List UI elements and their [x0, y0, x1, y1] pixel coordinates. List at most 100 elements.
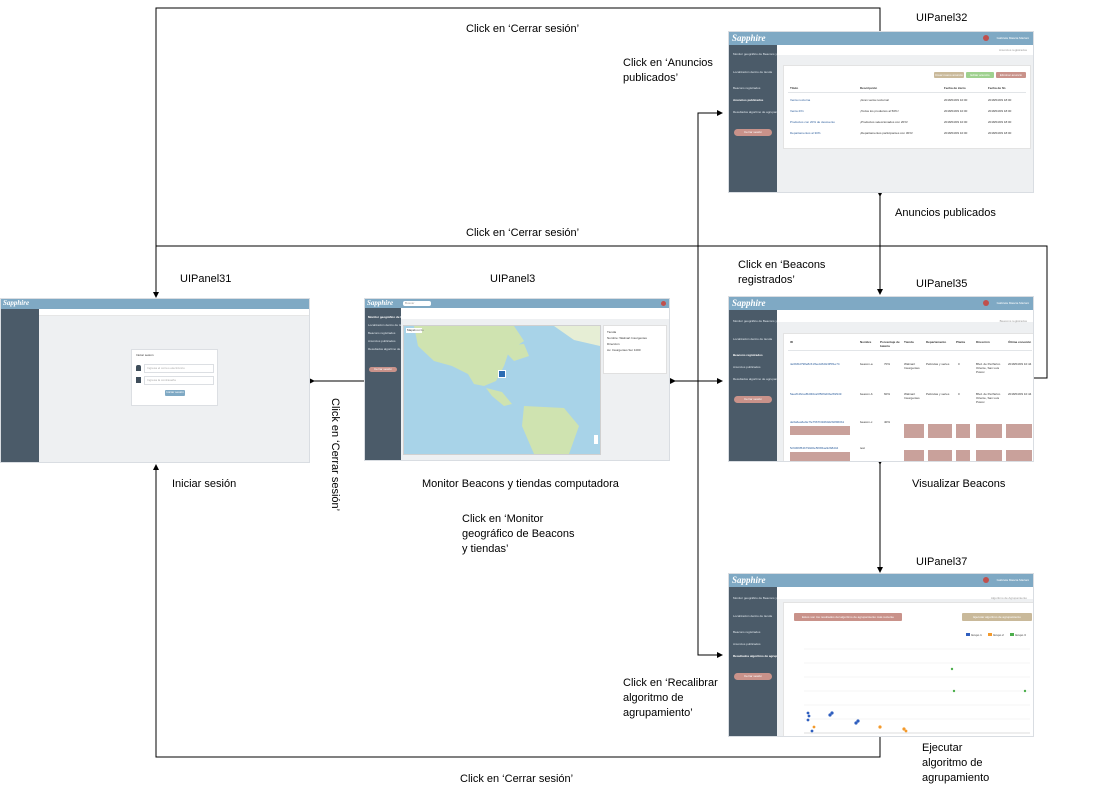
- brow4-planta-select[interactable]: [956, 450, 970, 461]
- anuncios-nav-item-3[interactable]: Beacons registrados: [733, 86, 761, 90]
- beacons-nav-item-3[interactable]: Beacons registrados: [733, 353, 763, 357]
- results-info-button[interactable]: Estos son los resultados del algoritmo d…: [794, 613, 902, 621]
- agrupamiento-nav-item-3[interactable]: Beacons registrados: [733, 630, 761, 634]
- anuncios-nav-item-2[interactable]: Localización dentro de tienda: [733, 70, 773, 74]
- agrupamiento-logout-button[interactable]: Cerrar sesión: [734, 673, 772, 680]
- beacons-click-label: Click en ‘Beacons registrados’: [738, 259, 826, 286]
- monitor-logout-button[interactable]: Cerrar sesión: [369, 367, 397, 372]
- anuncios-topbar: [729, 32, 1033, 45]
- monitor-avatar[interactable]: [661, 301, 666, 306]
- brow2-conexion: 2018/04/09 10:44: [1008, 392, 1032, 396]
- agrupamiento-nav-item-1[interactable]: Monitor geográfico de Beacons y tiendas: [733, 596, 788, 600]
- brow3-tienda-select[interactable]: [904, 424, 924, 438]
- run-clustering-button[interactable]: Ejecutar algoritmo de agrupamiento: [962, 613, 1032, 621]
- brow1-conexion: 2018/04/09 10:44: [1008, 362, 1032, 366]
- beacons-sidebar: [729, 297, 777, 461]
- row4-desc: ¡Departamentos participantes con 30%!: [860, 131, 913, 135]
- agrupamiento-header: Algoritmo de Agrupamiento: [777, 587, 1033, 600]
- central-america-shape: [486, 388, 512, 406]
- edit-anuncio-button[interactable]: Editar anuncio: [966, 72, 994, 78]
- point-c1: [806, 718, 810, 722]
- anuncios-nav-item-5[interactable]: Resultados algoritmo de agrupamiento: [733, 110, 785, 114]
- map-marker-icon[interactable]: [498, 370, 506, 378]
- anuncios-brand: Sapphire: [732, 33, 766, 43]
- monitor-search-input[interactable]: Buscar: [403, 301, 431, 306]
- beacons-avatar[interactable]: [983, 300, 989, 306]
- agrupamiento-nav-item-2[interactable]: Localización dentro de tienda: [733, 614, 773, 618]
- brow1-nombre: beacon-a: [860, 362, 873, 366]
- point-c1: [806, 711, 810, 715]
- point-c1: [830, 711, 834, 715]
- beacons-nav-item-1[interactable]: Monitor geográfico de Beacons y tiendas: [733, 319, 788, 323]
- monitor-nav-item-5[interactable]: Resultados algoritmo de agrupamiento: [368, 347, 420, 351]
- anuncios-logout-button[interactable]: Cerrar sesión: [734, 129, 772, 136]
- login-submit-button[interactable]: Iniciar sesión: [165, 390, 185, 396]
- login-brand: Sapphire: [3, 299, 30, 307]
- info-line-4: Av. Insurgentes Sur 1000: [607, 348, 641, 352]
- delete-anuncio-button[interactable]: Eliminar anuncio: [996, 72, 1026, 78]
- monitor-map[interactable]: Mapa Satélite: [403, 325, 601, 455]
- iniciar-sesion-caption: Iniciar sesión: [172, 478, 237, 490]
- email-input[interactable]: Ingresa el correo electrónico: [144, 364, 214, 373]
- beacons-logout-button[interactable]: Cerrar sesión: [734, 396, 772, 403]
- map-type-map[interactable]: Mapa: [407, 328, 415, 332]
- row3-titulo[interactable]: Productos con 20% de descuento: [790, 120, 835, 124]
- beacons-nav-item-4[interactable]: Anuncios publicados: [733, 365, 761, 369]
- monitor-nav-item-3[interactable]: Beacons registrados: [368, 331, 396, 335]
- agrupamiento-nav-item-5[interactable]: Resultados algoritmo de agrupamiento: [733, 654, 789, 658]
- brow3-planta-select[interactable]: [956, 424, 970, 438]
- brow4-edit-block[interactable]: [790, 452, 850, 461]
- brow3-conexion-select[interactable]: [1006, 424, 1032, 438]
- map-type-toggle[interactable]: Mapa Satélite: [406, 328, 425, 333]
- anuncios-screenshot: Sapphire Gabriela Mascia Mariani Monitor…: [728, 31, 1034, 193]
- monitor-brand: Sapphire: [367, 299, 394, 307]
- map-type-satellite[interactable]: Satélite: [414, 328, 425, 332]
- map-zoom-control[interactable]: [594, 435, 598, 444]
- anuncios-nav-item-4[interactable]: Anuncios publicados: [733, 98, 764, 102]
- anuncios-nav-item-1[interactable]: Monitor geográfico de Beacons y tiendas: [733, 52, 788, 56]
- brow3-edit-block[interactable]: [790, 426, 850, 435]
- brow4-id[interactable]: 5c9309f54b790d0e5f0b5ae92b8d44: [790, 446, 839, 450]
- agrupamiento-screenshot: Sapphire Gabriela Mascia Mariani Monitor…: [728, 573, 1034, 737]
- brow3-depto-select[interactable]: [928, 424, 952, 438]
- beacons-nav-item-5[interactable]: Resultados algoritmo de agrupamiento: [733, 377, 785, 381]
- monitor-nav-item-4[interactable]: Anuncios publicados: [368, 339, 396, 343]
- point-c1: [856, 719, 860, 723]
- brow4-conexion-select[interactable]: [1006, 450, 1032, 461]
- monitor-nav-item-1[interactable]: Monitor geográfico de Beacons y tiendas: [368, 315, 427, 319]
- uipanel3-label: UIPanel3: [490, 273, 536, 285]
- agrupamiento-sidebar: [729, 574, 777, 736]
- brow3-id[interactable]: de6a6ea6e9e7fe7567f49460d2b0f960b1: [790, 420, 845, 424]
- anuncios-avatar[interactable]: [983, 35, 989, 41]
- create-anuncio-button[interactable]: Crear nuevo anuncio: [934, 72, 964, 78]
- agrupamiento-username[interactable]: Gabriela Mascia Mariani: [996, 578, 1029, 582]
- password-input[interactable]: Ingresa la contraseña: [144, 376, 214, 385]
- cluster-1-points: [806, 711, 860, 733]
- uipanel31-label: UIPanel31: [180, 273, 232, 285]
- agrupamiento-nav-item-4[interactable]: Anuncios publicados: [733, 642, 761, 646]
- monitor-screenshot: Sapphire Buscar Monitor geográfico de Be…: [364, 298, 670, 461]
- login-card-title: Iniciar sesión: [136, 353, 154, 357]
- brow3-direccion-select[interactable]: [976, 424, 1002, 438]
- brow4-tienda-select[interactable]: [904, 450, 924, 461]
- east-coast-shape: [500, 344, 529, 361]
- info-line-1: Tienda: [607, 330, 617, 334]
- row1-titulo[interactable]: Venta nocturna: [790, 98, 811, 102]
- beacons-divider: [788, 350, 1032, 351]
- agrupamiento-avatar[interactable]: [983, 577, 989, 583]
- login-card: Iniciar sesión Ingresa el correo electró…: [131, 349, 218, 406]
- beacons-username[interactable]: Gabriela Mascia Mariani: [996, 301, 1029, 305]
- row2-titulo[interactable]: Venta 2X1: [790, 109, 804, 113]
- beacons-nav-item-2[interactable]: Localización dentro de tienda: [733, 337, 773, 341]
- anuncios-username[interactable]: Gabriela Mascia Mariani: [996, 36, 1029, 40]
- monitor-nav-item-2[interactable]: Localización dentro de tienda: [368, 323, 408, 327]
- brow2-id[interactable]: 5ae2b46cad5d0fdca6f50f4d0bef82949: [790, 392, 842, 396]
- brow1-bateria: 70%: [884, 362, 891, 366]
- bcol-tienda: Tienda: [904, 340, 914, 344]
- brow1-id[interactable]: 4e6bf0d798e8c61fbedc8d0c0f5f1e74: [790, 362, 840, 366]
- info-line-3: Dirección: [607, 342, 620, 346]
- brow4-direccion-select[interactable]: [976, 450, 1002, 461]
- brow4-depto-select[interactable]: [928, 450, 952, 461]
- cluster-2-points: [812, 725, 908, 733]
- row4-titulo[interactable]: Departamentos al 30%: [790, 131, 821, 135]
